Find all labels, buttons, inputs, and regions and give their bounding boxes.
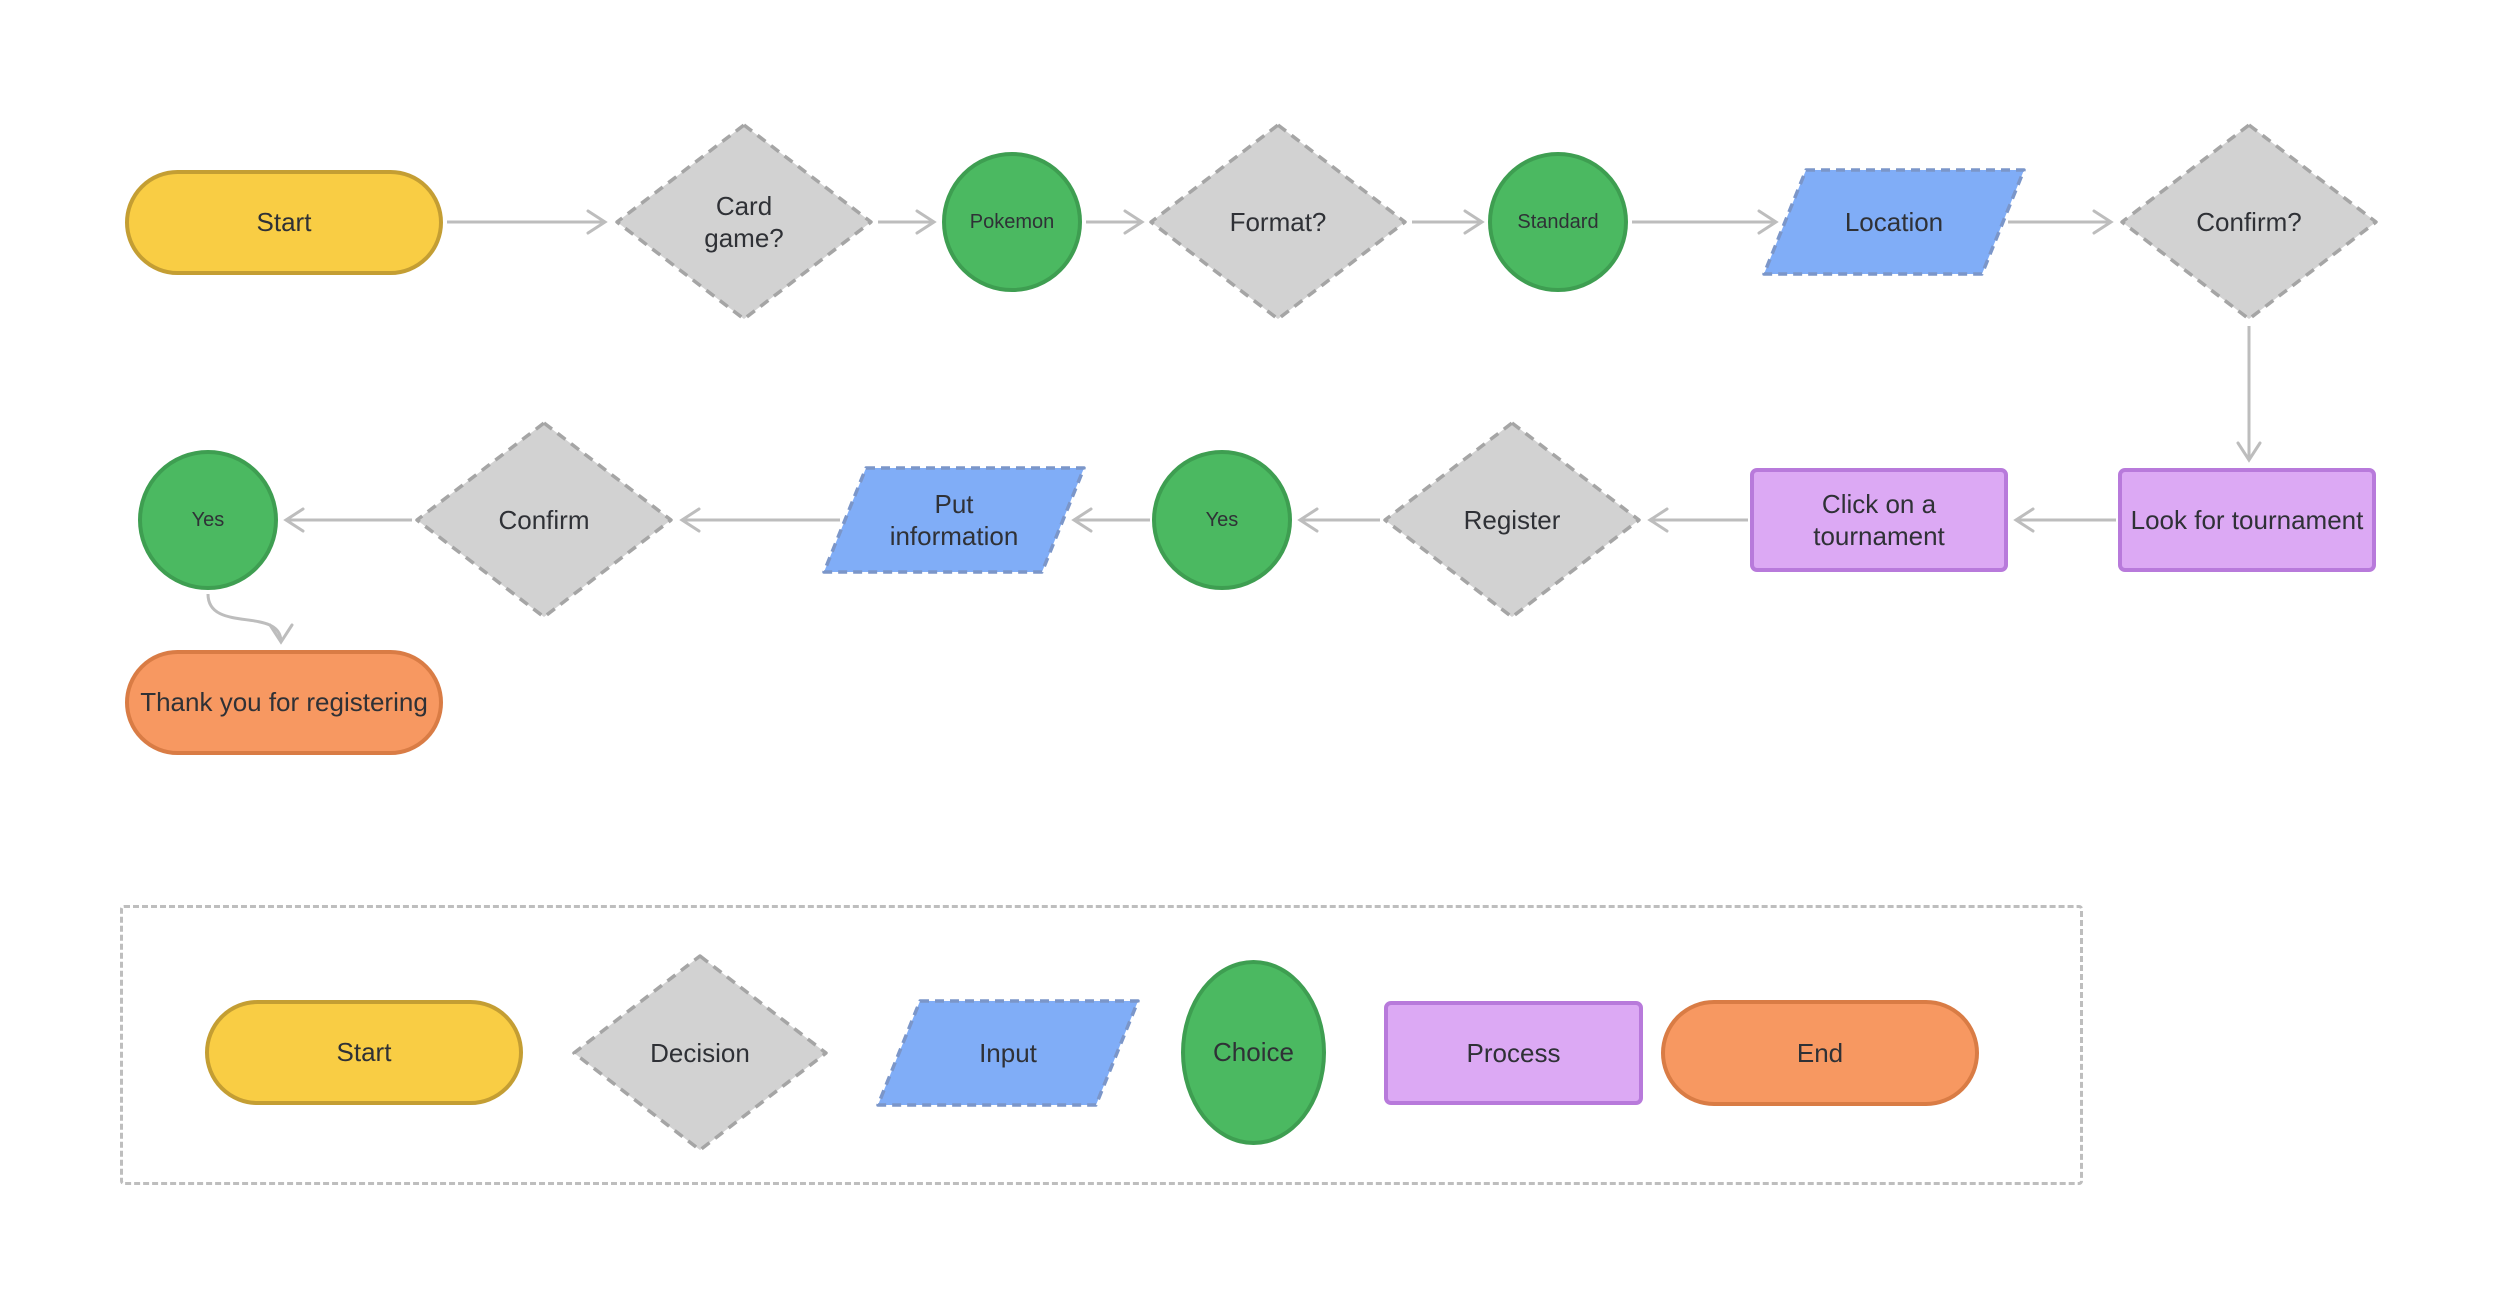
- flow-node-yes-2[interactable]: Yes: [1152, 450, 1292, 590]
- flow-node-register-label: Register: [1463, 504, 1561, 535]
- flow-node-click-on-a-tournament[interactable]: Click on a tournament: [1750, 468, 2008, 572]
- flow-node-click-on-a-tournament-label: Click on a tournament: [1813, 488, 1945, 552]
- legend-item-choice-label: Choice: [1213, 1037, 1294, 1068]
- flow-node-card-game[interactable]: Card game?: [614, 122, 874, 322]
- flow-node-start-label: Start: [256, 207, 312, 238]
- flow-node-put-information[interactable]: Put information: [822, 466, 1086, 574]
- decision-diamond-shape: [1383, 421, 1641, 619]
- flow-node-confirm-label: Confirm: [498, 504, 590, 535]
- flow-node-yes-2-label: Yes: [1205, 508, 1239, 531]
- flow-node-location-label: Location: [1844, 206, 1944, 237]
- flow-node-thank-you[interactable]: Thank you for registering: [125, 650, 443, 755]
- decision-diamond-shape: [1149, 123, 1407, 321]
- flow-node-pokemon[interactable]: Pokemon: [942, 152, 1082, 292]
- legend-item-input-label: Input: [979, 1037, 1037, 1068]
- legend-item-input[interactable]: Input: [876, 999, 1140, 1107]
- flow-node-standard-label: Standard: [1517, 210, 1599, 233]
- flow-node-register[interactable]: Register: [1382, 420, 1642, 620]
- flow-node-format-label: Format?: [1229, 206, 1327, 237]
- legend-item-choice[interactable]: Choice: [1181, 960, 1326, 1145]
- legend-item-decision[interactable]: Decision: [571, 953, 829, 1153]
- flow-node-confirm-q[interactable]: Confirm?: [2119, 122, 2379, 322]
- flow-node-look-for-tournament[interactable]: Look for tournament: [2118, 468, 2376, 572]
- flow-node-yes-1-label: Yes: [191, 508, 225, 531]
- input-parallelogram-shape: [876, 999, 1140, 1107]
- legend-item-process[interactable]: Process: [1384, 1001, 1643, 1105]
- flow-node-yes-1[interactable]: Yes: [138, 450, 278, 590]
- legend-item-start-label: Start: [336, 1037, 392, 1068]
- legend-item-decision-label: Decision: [650, 1037, 750, 1068]
- input-parallelogram-shape: [1762, 168, 2026, 276]
- flow-node-confirm[interactable]: Confirm: [414, 420, 674, 620]
- flow-node-put-information-label: Put information: [889, 488, 1019, 552]
- flow-node-pokemon-label: Pokemon: [969, 210, 1055, 233]
- flow-node-confirm-q-label: Confirm?: [2196, 206, 2302, 237]
- edge-yes1-thankyou[interactable]: [206, 593, 294, 645]
- flow-node-thank-you-label: Thank you for registering: [140, 687, 428, 718]
- legend-item-process-label: Process: [1466, 1037, 1561, 1068]
- legend-item-end-label: End: [1796, 1037, 1844, 1068]
- flow-node-format[interactable]: Format?: [1148, 122, 1408, 322]
- legend-item-start[interactable]: Start: [205, 1000, 523, 1105]
- decision-diamond-shape: [415, 421, 673, 619]
- decision-diamond-shape: [572, 954, 828, 1152]
- decision-diamond-shape: [615, 123, 873, 321]
- legend-box: Start Decision Input Choice Process End: [120, 905, 2083, 1185]
- flow-node-card-game-label: Card game?: [704, 190, 784, 254]
- input-parallelogram-shape: [822, 466, 1086, 574]
- flow-node-standard[interactable]: Standard: [1488, 152, 1628, 292]
- flow-node-location[interactable]: Location: [1762, 168, 2026, 276]
- flow-node-look-for-tournament-label: Look for tournament: [2130, 504, 2364, 535]
- legend-item-end[interactable]: End: [1661, 1000, 1979, 1106]
- decision-diamond-shape: [2120, 123, 2378, 321]
- flow-node-start[interactable]: Start: [125, 170, 443, 275]
